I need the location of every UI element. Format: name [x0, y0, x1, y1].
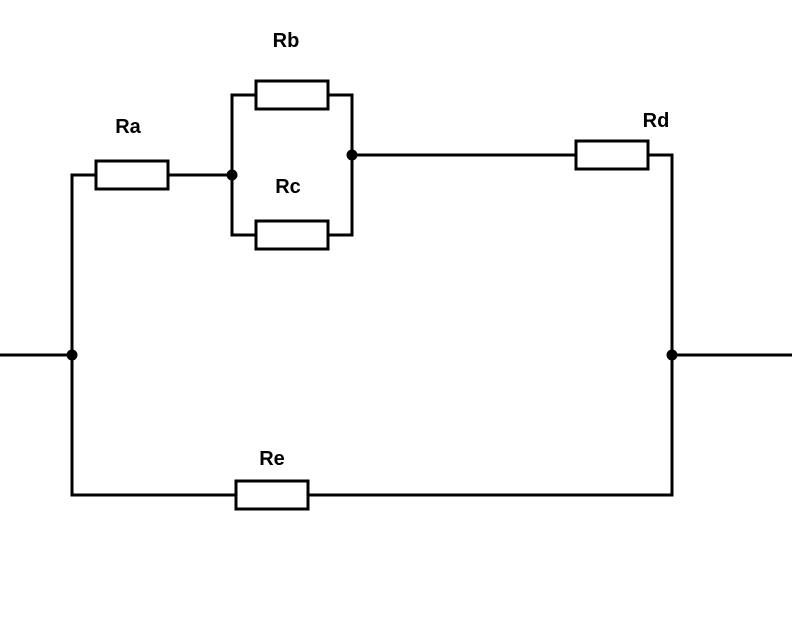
junction-right — [666, 349, 678, 361]
label-rc: Rc — [275, 176, 301, 198]
resistor-rc — [254, 219, 330, 251]
resistor-rd — [574, 139, 650, 171]
resistor-re — [234, 479, 310, 511]
label-re: Re — [259, 448, 285, 470]
resistor-rb — [254, 79, 330, 111]
resistors — [94, 79, 650, 511]
wires — [0, 93, 792, 497]
junction-parallel-right — [346, 149, 358, 161]
resistor-ra — [94, 159, 170, 191]
label-rd: Rd — [643, 110, 670, 132]
junction-left — [66, 349, 78, 361]
labels: Ra Rb Rc Rd Re — [115, 30, 669, 470]
junction-nodes — [66, 149, 678, 361]
junction-parallel-left — [226, 169, 238, 181]
label-ra: Ra — [115, 116, 141, 138]
label-rb: Rb — [273, 30, 300, 52]
